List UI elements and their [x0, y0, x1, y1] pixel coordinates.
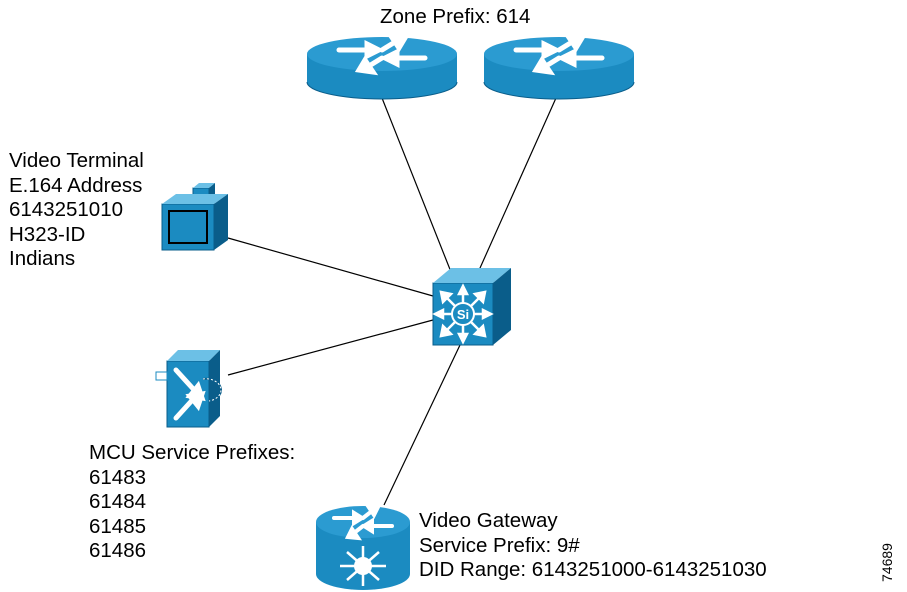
video-gateway-label-line: Video Gateway [419, 509, 558, 532]
video-terminal-label-line: Indians [9, 247, 76, 270]
video-gateway-icon [316, 503, 410, 590]
video-terminal-label-line: H323-ID [9, 222, 86, 246]
figure-id: 74689 [879, 543, 895, 582]
mcu-label-line: 61485 [89, 514, 147, 538]
mcu-label-line: 61486 [89, 539, 147, 562]
link-switch-gateway [383, 344, 461, 506]
router-left-icon [306, 32, 458, 100]
mcu-label-line: 61483 [89, 465, 147, 489]
links [227, 97, 557, 506]
mcu-label-line: MCU Service Prefixes: [89, 441, 296, 464]
link-mcu-switch [227, 319, 434, 376]
video-gateway-label-line: DID Range: 6143251000-6143251030 [419, 558, 767, 581]
link-router-right-switch [475, 97, 557, 278]
mcu-label-line: 61484 [89, 490, 147, 513]
video-gateway-label: Video Gateway Service Prefix: 9# DID Ran… [419, 509, 767, 583]
multilayer-switch-icon [432, 268, 511, 346]
video-terminal-label: Video Terminal E.164 Address 6143251010 … [9, 149, 144, 272]
mcu-label: MCU Service Prefixes: 61483 61484 61485 … [89, 441, 295, 564]
link-router-left-switch [381, 97, 454, 278]
video-terminal-label-line: 6143251010 [9, 198, 124, 221]
mcu-icon [155, 350, 222, 428]
router-right-icon [483, 32, 635, 100]
video-terminal-icon [161, 183, 228, 251]
video-gateway-label-line: Service Prefix: 9# [419, 533, 580, 557]
switch-badge: Si [457, 307, 469, 322]
video-terminal-label-line: Video Terminal [9, 149, 144, 172]
link-terminal-switch [227, 237, 434, 297]
zone-prefix-label: Zone Prefix: 614 [380, 5, 531, 28]
video-terminal-label-line: E.164 Address [9, 173, 143, 197]
